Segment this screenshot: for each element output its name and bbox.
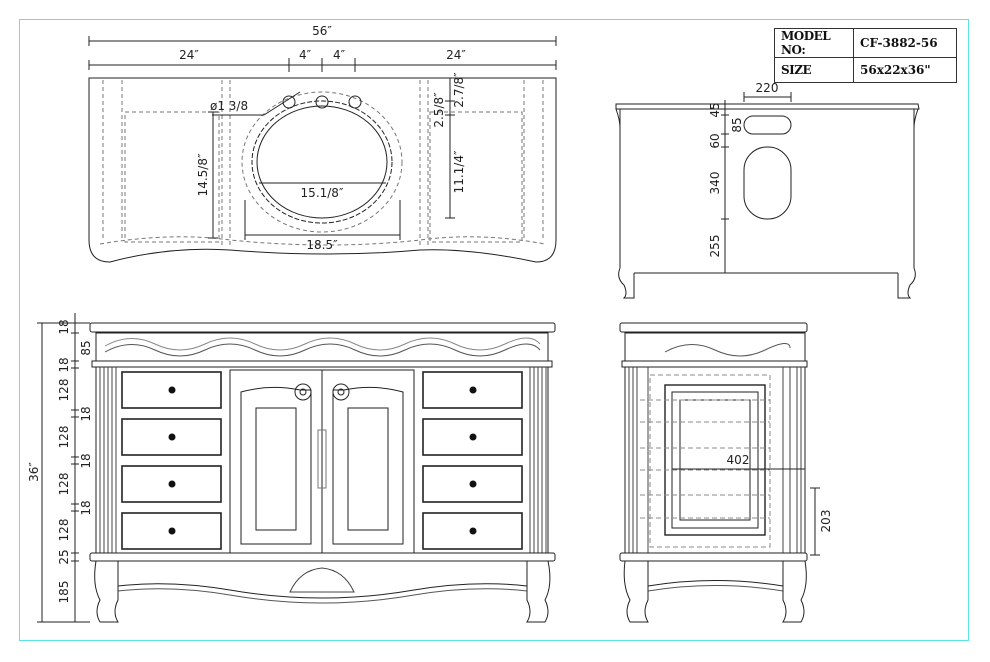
back-offset-a-label: 2.7/8″: [452, 72, 466, 108]
overall-height-label: 36″: [27, 462, 41, 482]
top-view: [88, 36, 557, 263]
front-dim-3: 128: [57, 379, 71, 402]
front-dim-1: 85: [79, 340, 93, 355]
front-dim-0: 18: [57, 319, 71, 334]
front-dim-2: 18: [57, 357, 71, 372]
center-left-label: 4″: [299, 48, 312, 62]
front-dim-4: 18: [79, 406, 93, 421]
overall-width-label: 56″: [312, 24, 332, 38]
cutout-width-label: 18.5″: [306, 238, 338, 252]
spec-table: MODEL NO: CF-3882-56 SIZE 56x22x36": [774, 28, 957, 83]
basin-width-label: 15.1/8″: [301, 186, 344, 200]
front-dim-8: 18: [79, 500, 93, 515]
size-label: SIZE: [774, 57, 854, 83]
front-dim-11: 185: [57, 581, 71, 604]
shelf-height-label: 203: [819, 510, 833, 533]
front-view: [37, 313, 556, 623]
depth-right-label: 11.1/4″: [452, 150, 466, 193]
back-dim-340: 340: [708, 172, 722, 195]
depth-left-label: 14.5/8″: [196, 153, 210, 196]
back-view: [615, 92, 920, 299]
side-view: [619, 322, 820, 623]
right-width-label: 24″: [446, 48, 466, 62]
faucet-hole-label: ø1 3/8: [210, 99, 248, 113]
front-dim-9: 128: [57, 519, 71, 542]
back-dim-255: 255: [708, 235, 722, 258]
back-dim-60: 60: [708, 133, 722, 148]
front-dim-6: 18: [79, 453, 93, 468]
front-dim-10: 25: [57, 549, 71, 564]
center-right-label: 4″: [333, 48, 346, 62]
front-dim-7: 128: [57, 473, 71, 496]
inner-width-label: 402: [727, 453, 750, 467]
back-offset-b-label: 2.5/8″: [432, 92, 446, 128]
slot-width-label: 220: [756, 81, 779, 95]
back-dim-45: 45: [708, 102, 722, 117]
size-value: 56x22x36": [853, 57, 957, 83]
back-dim-85: 85: [730, 117, 744, 132]
left-width-label: 24″: [179, 48, 199, 62]
model-value: CF-3882-56: [853, 28, 957, 58]
drawing-frame: [19, 19, 969, 641]
front-dim-5: 128: [57, 426, 71, 449]
